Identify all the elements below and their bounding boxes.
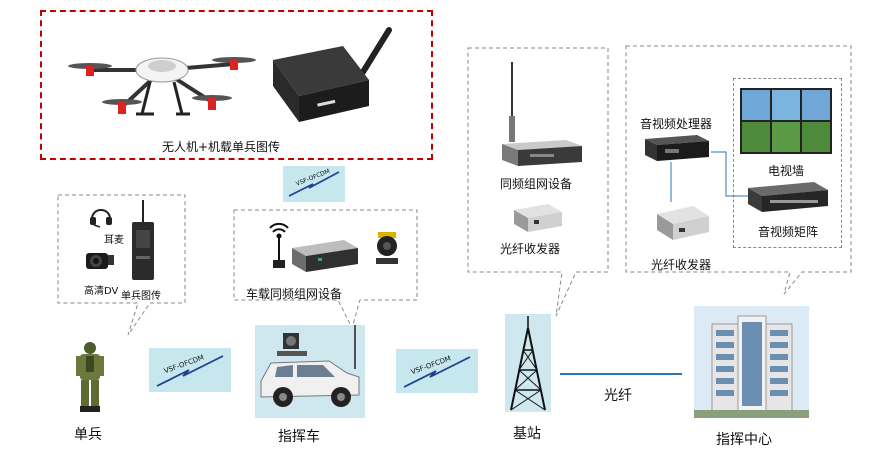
airborne-transmitter-icon — [273, 27, 392, 122]
command-callout — [625, 45, 852, 295]
bs-optical-label: 光纤收发器 — [500, 242, 561, 256]
uav-group-box — [40, 10, 433, 160]
command-vehicle-icon — [260, 325, 360, 407]
command-center-building-icon — [694, 306, 809, 418]
soldier-device-label: 单兵图传 — [121, 291, 161, 302]
wireless-antenna-icon — [269, 222, 289, 268]
hd-camera-icon — [86, 253, 114, 269]
fiber-line — [560, 373, 682, 375]
headset-icon — [90, 209, 112, 228]
uav-group-label: 无人机+机载单兵图传 — [162, 140, 281, 154]
network-device-label: 同频组网设备 — [500, 177, 573, 191]
tvwall-inner-box — [733, 78, 842, 248]
vehicle-link-badge: VSF-OFCDM — [396, 349, 478, 393]
soldier-callout — [57, 194, 186, 336]
tv-wall-icon — [740, 88, 832, 154]
ptz-camera-icon — [376, 232, 398, 264]
base-station-node-label: 基站 — [513, 426, 541, 442]
vehicle-callout — [233, 209, 418, 330]
uav-link-badge: VSF-OFCDM — [283, 166, 345, 202]
soldier-icon — [76, 342, 104, 412]
soldier-node-label: 单兵 — [74, 427, 102, 443]
vehicle-node-label: 指挥车 — [278, 429, 320, 445]
base-station-callout — [467, 47, 609, 317]
network-device-antenna-icon — [502, 62, 582, 166]
wireless-bolt-icon: VSF-OFCDM — [156, 353, 224, 387]
hddv-label: 高清DV — [84, 286, 119, 297]
base-station-tower-icon — [510, 316, 546, 411]
matrix-label: 音视频矩阵 — [758, 225, 819, 239]
command-center-node-label: 指挥中心 — [716, 432, 772, 448]
tvwall-label: 电视墙 — [768, 164, 805, 178]
fiber-label: 光纤 — [604, 388, 632, 404]
vehicle-device-label: 车载同频组网设备 — [246, 287, 343, 301]
bs-optical-transceiver-icon — [514, 204, 562, 232]
soldier-link-badge: VSF-OFCDM — [149, 348, 231, 392]
av-processor-icon — [645, 135, 709, 161]
wireless-bolt-icon: VSF-OFCDM — [403, 354, 471, 388]
soldier-transmitter-icon — [132, 200, 154, 280]
vehicle-network-device-icon — [292, 240, 358, 272]
processor-label: 音视频处理器 — [640, 117, 713, 131]
headset-label: 耳麦 — [104, 235, 124, 246]
drone-icon — [68, 57, 256, 116]
wireless-bolt-icon: VSF-OFCDM — [288, 168, 340, 197]
cc-optical-transceiver-icon — [657, 206, 709, 240]
command-wiring — [670, 151, 748, 202]
cc-optical-label: 光纤收发器 — [651, 258, 712, 272]
av-matrix-icon — [748, 182, 828, 212]
